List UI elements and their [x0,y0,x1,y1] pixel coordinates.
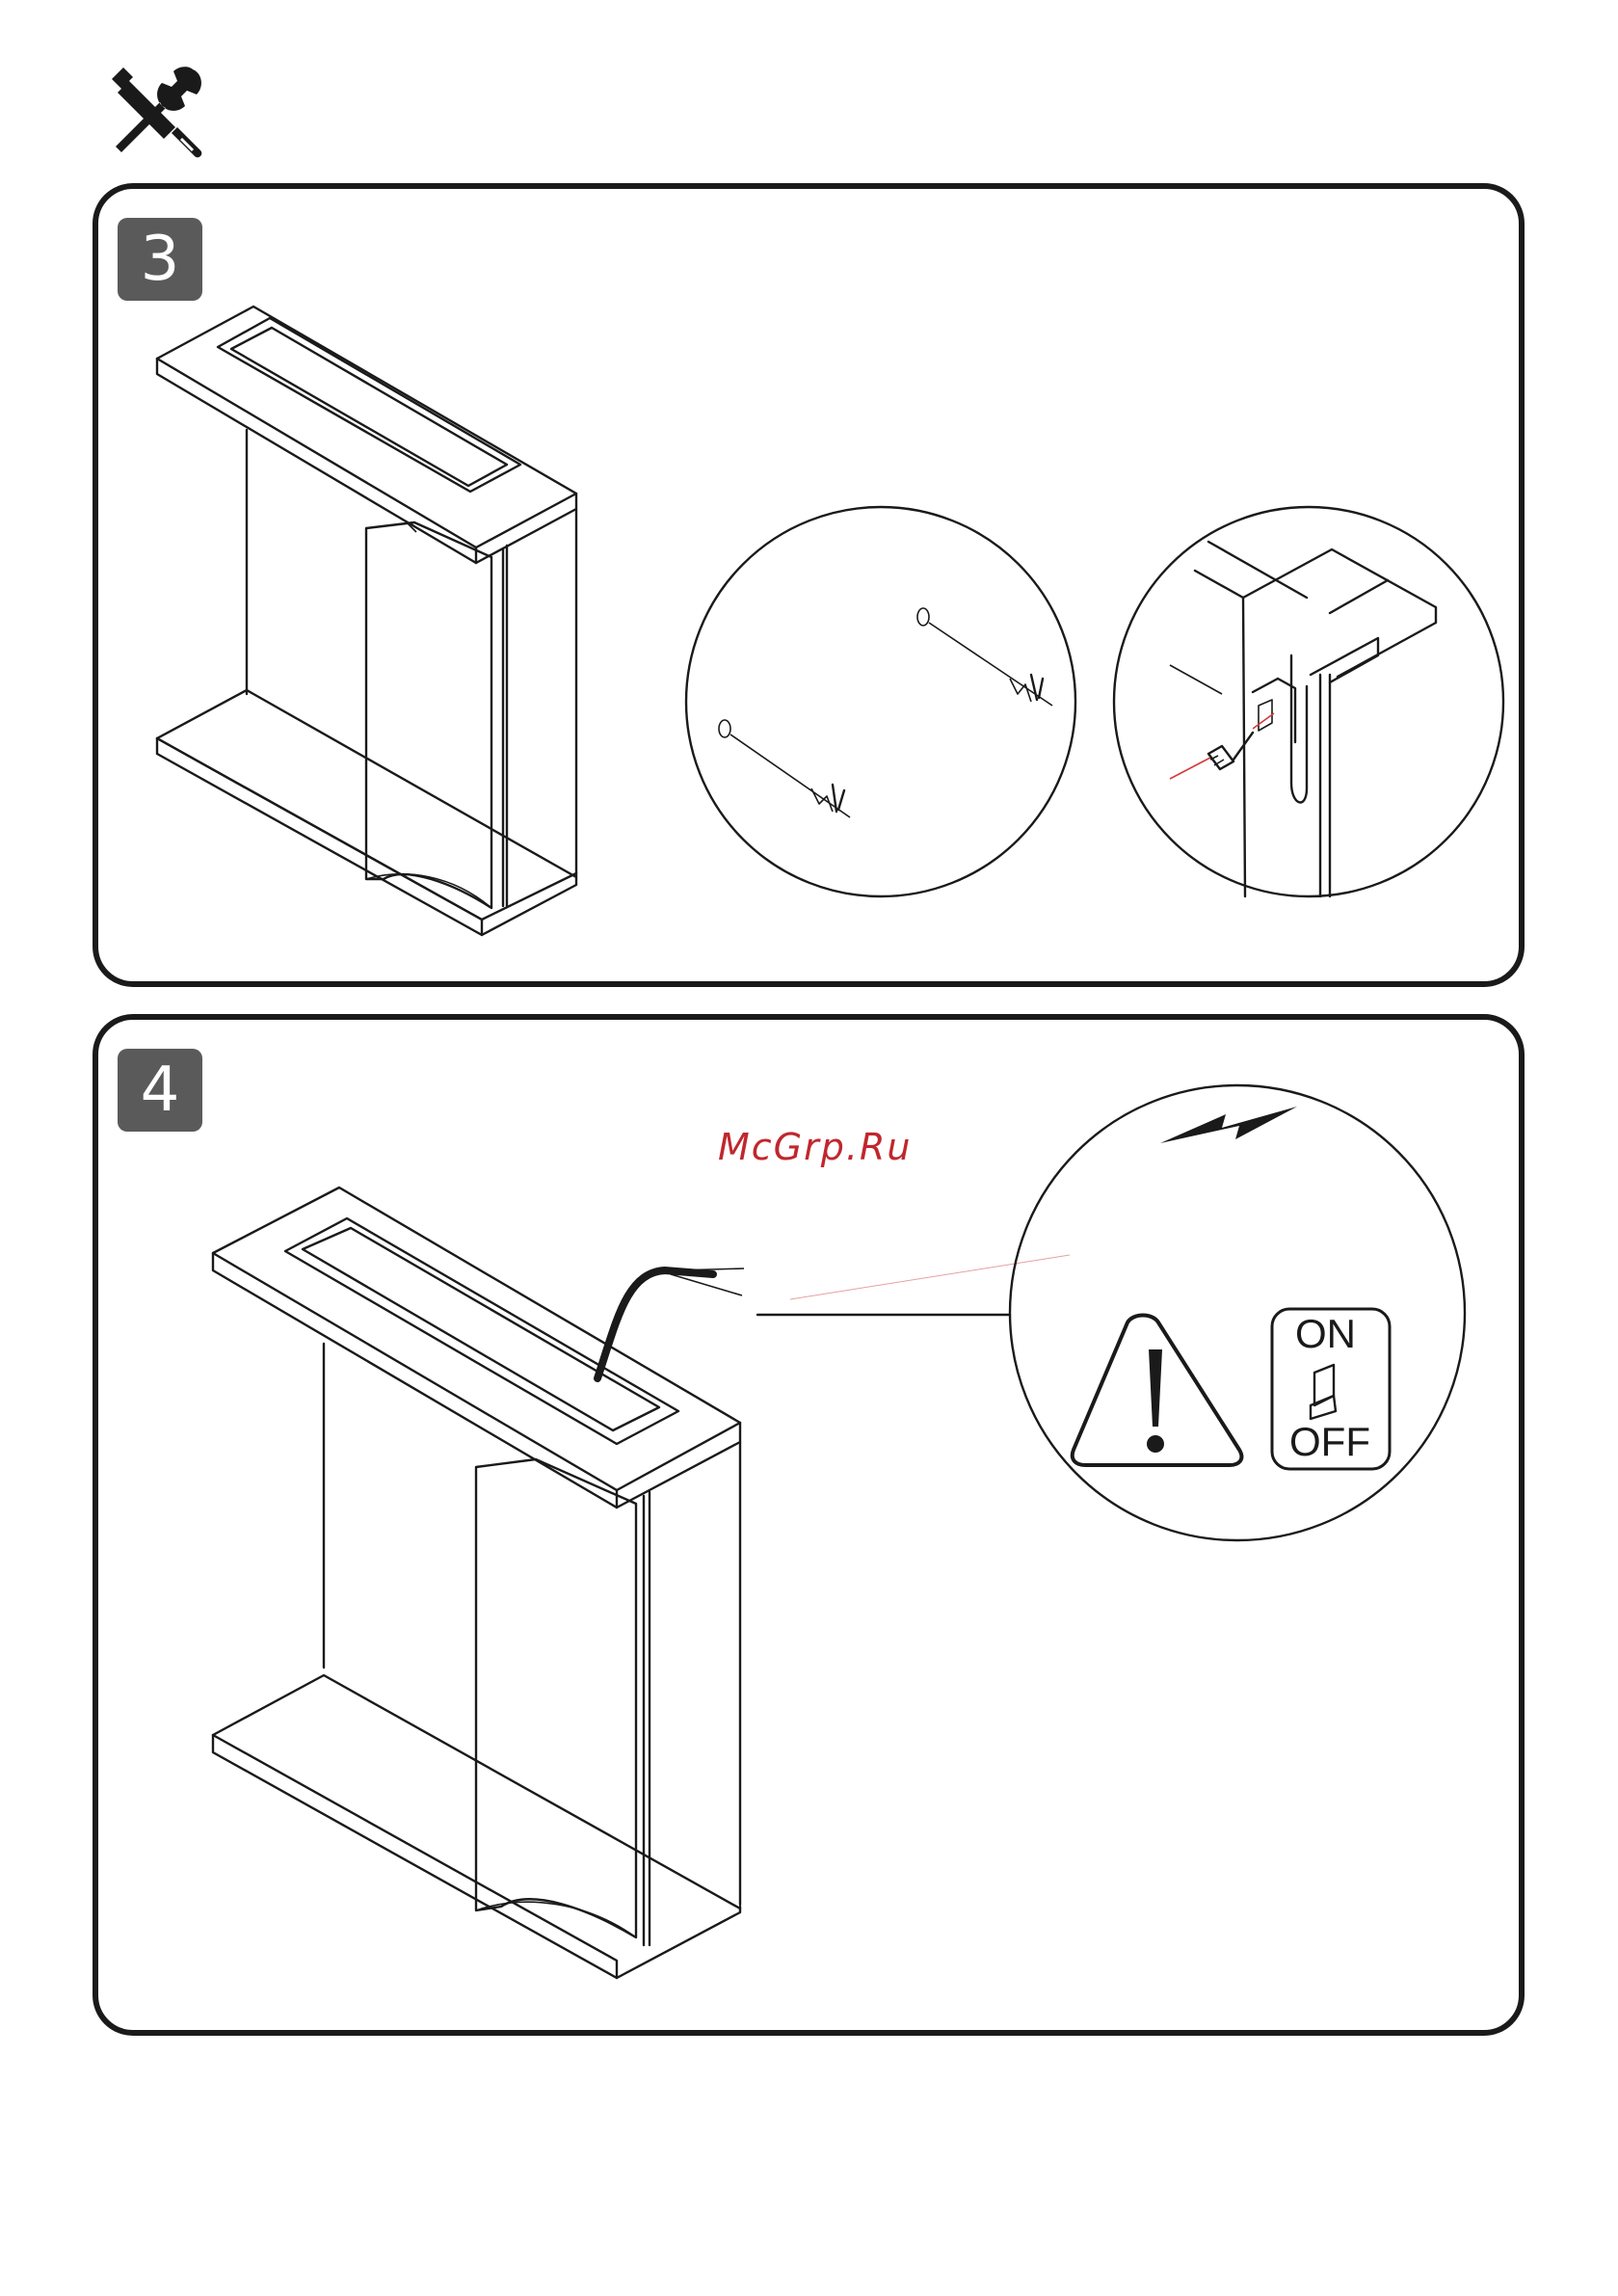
warning-icon [1073,1316,1242,1466]
switch-off-label: OFF [1289,1419,1370,1465]
switch-on-label: ON [1295,1311,1356,1357]
lightning-icon [1160,1107,1297,1143]
